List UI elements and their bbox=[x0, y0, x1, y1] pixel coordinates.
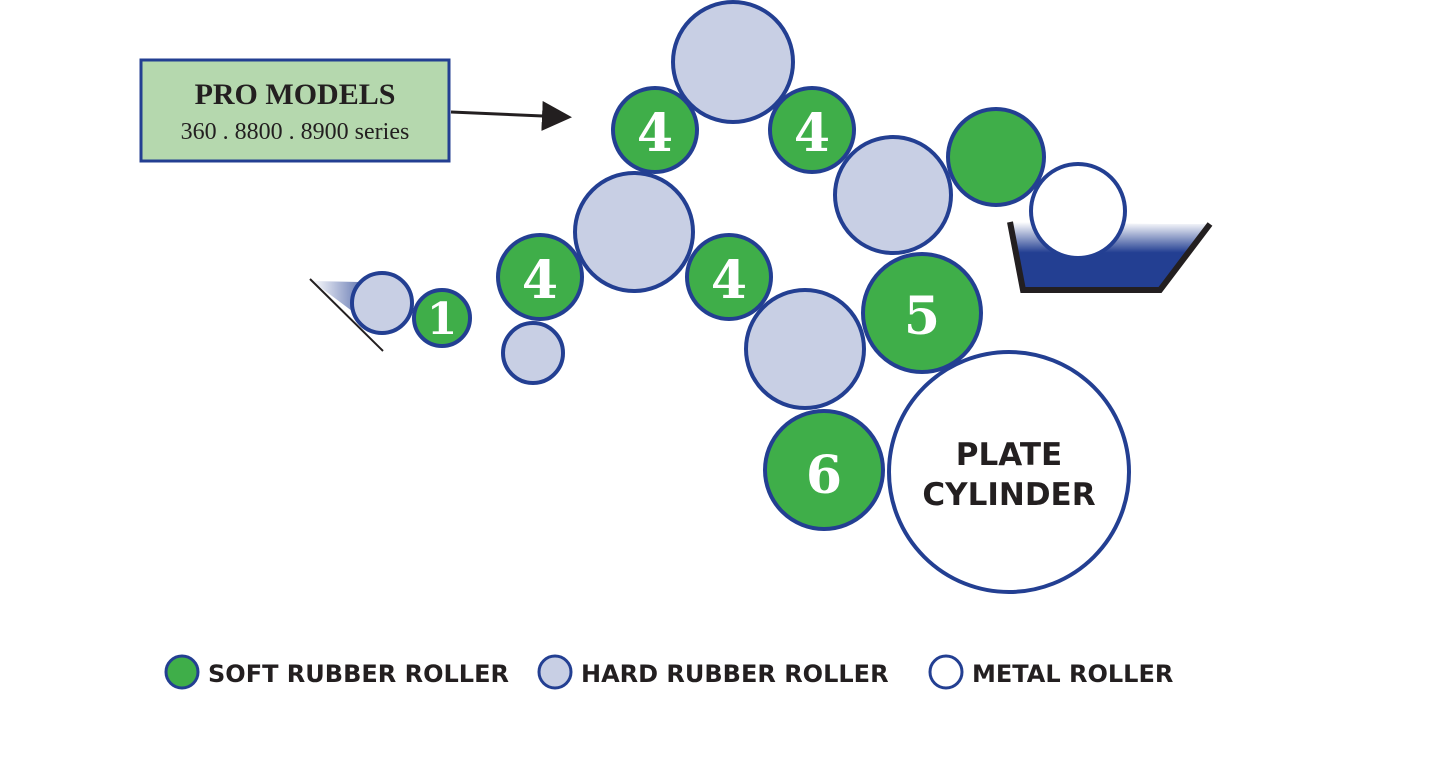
soft-roller-1 bbox=[412, 288, 472, 348]
legend-soft-label: SOFT RUBBER ROLLER bbox=[208, 660, 509, 688]
metal-roller-fountain bbox=[1029, 162, 1127, 260]
legend-soft-swatch bbox=[164, 654, 200, 690]
hard-roller-lower bbox=[744, 288, 866, 410]
hard-roller-center bbox=[573, 171, 695, 293]
callout-subtitle: 360 . 8800 . 8900 series bbox=[181, 119, 410, 145]
hard-roller-top bbox=[671, 0, 795, 124]
plate-label-line1: PLATE bbox=[956, 437, 1062, 473]
roller-1-label: 1 bbox=[427, 294, 458, 345]
fountain-outline bbox=[1007, 221, 1213, 293]
legend-metal-label: METAL ROLLER bbox=[972, 660, 1173, 688]
callout-background bbox=[139, 58, 451, 163]
soft-roller-4-lower-left bbox=[496, 233, 584, 321]
roller-4-lower-left-label: 4 bbox=[522, 250, 558, 311]
roller-6-label: 6 bbox=[806, 445, 842, 506]
roller-5-label: 5 bbox=[904, 286, 940, 347]
soft-roller-4-lower-right bbox=[685, 233, 773, 321]
callout-arrow bbox=[450, 100, 572, 131]
hard-roller-small-left bbox=[350, 271, 414, 335]
callout-title: PRO MODELS bbox=[195, 78, 396, 111]
legend-hard-swatch bbox=[537, 654, 573, 690]
soft-roller-4-upper-right bbox=[768, 86, 856, 174]
legend-metal-swatch bbox=[928, 654, 964, 690]
blade-line bbox=[309, 278, 384, 352]
soft-roller-6 bbox=[763, 409, 885, 531]
soft-roller-4-upper-left bbox=[611, 86, 699, 174]
hard-roller-small-bottom bbox=[501, 321, 565, 385]
plate-cylinder bbox=[887, 350, 1131, 594]
legend: SOFT RUBBER ROLLER HARD RUBBER ROLLER ME… bbox=[164, 654, 1173, 690]
roller-4-upper-left-label: 4 bbox=[637, 103, 673, 164]
hard-roller-right bbox=[833, 135, 953, 255]
roller-4-lower-right-label: 4 bbox=[711, 250, 747, 311]
legend-hard-label: HARD RUBBER ROLLER bbox=[581, 660, 889, 688]
callout-box: PRO MODELS 360 . 8800 . 8900 series bbox=[139, 58, 451, 163]
roller-4-upper-right-label: 4 bbox=[794, 103, 830, 164]
plate-label-line2: CYLINDER bbox=[922, 477, 1095, 513]
soft-roller-5 bbox=[861, 252, 983, 374]
soft-roller-fountain bbox=[946, 107, 1046, 207]
